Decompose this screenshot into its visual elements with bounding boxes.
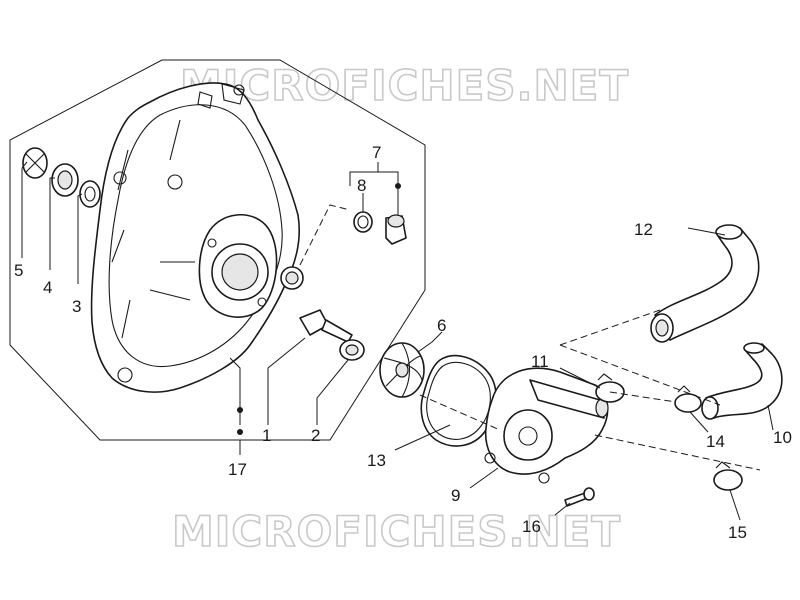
part-9-pump-cover: [484, 367, 609, 484]
callout-12: 12: [634, 220, 653, 239]
callout-5: 5: [14, 261, 23, 280]
assembly-frame: [9, 59, 426, 441]
routing-line-a: [559, 309, 661, 346]
callout-11: 11: [531, 352, 549, 371]
callout-16: 16: [522, 517, 541, 536]
watermark-top: MICROFICHES.NET: [180, 61, 629, 110]
callout-17: 17: [228, 460, 247, 479]
callout-7: 7: [372, 143, 381, 162]
callout-3: 3: [72, 297, 81, 316]
routing-line-c: [594, 434, 761, 471]
part-2-mechanical-seal: [339, 339, 365, 361]
callout-1: 1: [262, 426, 271, 445]
part-4-bearing: [51, 163, 79, 197]
callout-4: 4: [43, 278, 52, 297]
part-11-clamp: [595, 373, 625, 403]
part-12-hose: [650, 224, 760, 343]
kit-dot: [395, 183, 401, 189]
part-14-clamp: [674, 385, 702, 413]
part-10-hose: [701, 342, 783, 420]
callout-8: 8: [357, 176, 366, 195]
part-8-o-ring: [353, 211, 373, 233]
part-5-seal-ring: [22, 147, 48, 179]
callout-13: 13: [367, 451, 386, 470]
callout-6: 6: [437, 316, 446, 335]
routing-line-d: [419, 394, 501, 431]
routing-line-b: [559, 344, 721, 406]
watermark-bottom: MICROFICHES.NET: [172, 507, 621, 556]
part-13-gasket: [420, 354, 497, 447]
callout-14: 14: [706, 432, 725, 451]
callout-10: 10: [773, 428, 792, 447]
crankcase-cover: [90, 82, 304, 393]
leader-plug: [299, 204, 351, 266]
part-1-shaft: [299, 309, 353, 343]
routing-line-e: [609, 391, 677, 403]
part-16-bolt: [564, 487, 595, 507]
kit-bracket: [349, 162, 399, 186]
part-3-oil-seal: [79, 180, 101, 208]
callout-9: 9: [451, 486, 460, 505]
callout-2: 2: [311, 426, 320, 445]
part-15-clamp: [713, 461, 743, 491]
part-7-plug: [385, 214, 407, 245]
callout-15: 15: [728, 523, 747, 542]
part-6-impeller: [379, 342, 425, 398]
